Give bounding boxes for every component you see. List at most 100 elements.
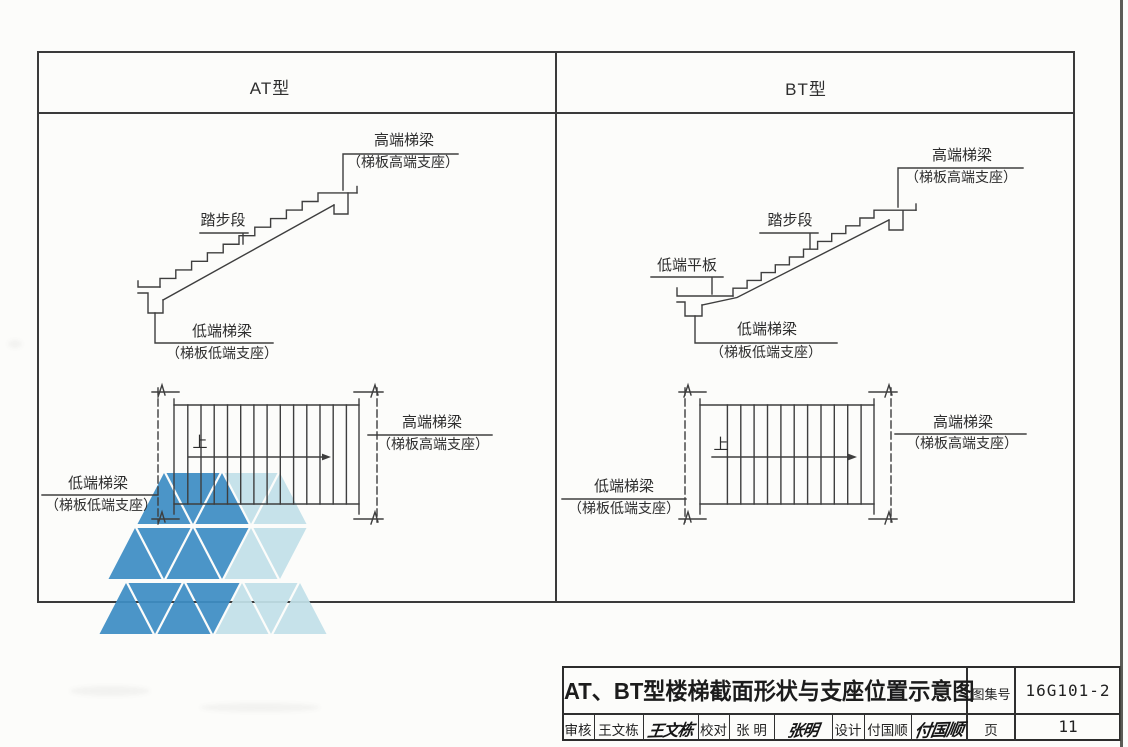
- watermark-triangle: [166, 528, 220, 579]
- title-block-cell-divider: [729, 713, 731, 741]
- designer-name: 付国顺: [867, 723, 908, 738]
- at-section-drawing: [137, 153, 459, 344]
- watermark-triangle: [186, 583, 240, 634]
- watermark-triangle: [224, 473, 278, 524]
- bt-plan-step-lines: [726, 404, 862, 505]
- title-block-cell-divider: [643, 713, 645, 741]
- title-block-cell-divider: [911, 713, 913, 741]
- title-block-cell-divider: [594, 713, 596, 741]
- title-block: [562, 666, 1121, 741]
- bt-steps-outline: [732, 209, 917, 297]
- watermark-triangle: [99, 583, 153, 634]
- at-section-low-beam-label: 低端梯梁: [191, 323, 252, 340]
- at-steps-outline: [159, 192, 358, 288]
- watermark-triangle: [137, 473, 191, 524]
- watermark-triangle: [253, 528, 307, 579]
- title-block-cell-divider: [698, 713, 700, 741]
- bt-plan-up-label: 上: [713, 436, 729, 453]
- title-block-row-divider: [562, 713, 1121, 715]
- scan-smudge: [70, 686, 150, 696]
- atlas-number-label: 图集号: [971, 687, 1011, 702]
- at-plan-low-beam-label: 低端梯梁: [67, 475, 128, 492]
- at-plan-step-lines: [187, 404, 348, 505]
- at-section-low-support-label: （梯板低端支座）: [166, 345, 278, 361]
- bt-plan-slab-edges: [699, 404, 875, 505]
- bt-plan-up-arrowhead-icon: [848, 453, 857, 461]
- watermark-triangle: [195, 528, 249, 579]
- bt-section-high-support-label: （梯板高端支座）: [905, 169, 1017, 185]
- page-label: 页: [984, 723, 998, 738]
- at-section-tread-run-label: 踏步段: [200, 212, 246, 229]
- proofreader-name: 张 明: [736, 723, 767, 738]
- watermark-triangle: [157, 583, 211, 634]
- at-high-beam-leader: [342, 153, 459, 191]
- title-block-col-divider-2: [1014, 666, 1016, 741]
- scan-page-edge: [1120, 0, 1123, 747]
- watermark-triangle: [224, 528, 278, 579]
- bt-plan-high-beam-label: 高端梯梁: [932, 414, 993, 431]
- reviewer-signature: 王文栋: [646, 720, 695, 741]
- scan-smudge: [8, 340, 22, 348]
- bt-soffit-line: [701, 219, 890, 306]
- watermark-triangle: [108, 528, 162, 579]
- watermark-triangle: [215, 583, 269, 634]
- bt-section-low-slab-label: 低端平板: [656, 257, 717, 274]
- design-label: 设计: [834, 723, 862, 738]
- at-plan-high-beam-label: 高端梯梁: [401, 414, 462, 431]
- at-plan-high-support-label: （梯板高端支座）: [377, 436, 489, 452]
- watermark-triangle: [137, 528, 191, 579]
- bt-section-high-beam-label: 高端梯梁: [931, 147, 992, 164]
- at-soffit-line: [162, 204, 335, 301]
- bt-plan-drawing: [561, 382, 1027, 525]
- at-high-beam-outline: [333, 192, 349, 215]
- bt-section-tread-run-label: 踏步段: [767, 212, 813, 229]
- bt-plan-high-support-label: （梯板高端支座）: [906, 435, 1018, 451]
- panel-header-at: AT型: [249, 79, 291, 98]
- watermark-logo: [99, 473, 327, 634]
- at-section-high-beam-label: 高端梯梁: [373, 132, 434, 149]
- bt-low-slab-leader: [650, 276, 724, 295]
- at-low-beam-outline: [137, 280, 164, 314]
- linework: [41, 153, 1027, 525]
- at-plan-drawing: [41, 382, 493, 525]
- watermark-triangle: [195, 473, 249, 524]
- atlas-number-value: 16G101-2: [1025, 681, 1111, 700]
- title-block-cell-divider: [832, 713, 834, 741]
- bt-section-low-support-label: （梯板低端支座）: [710, 344, 822, 360]
- bt-tread-run-leader: [759, 232, 819, 249]
- title-block-cell-divider: [864, 713, 866, 741]
- bt-section-low-beam-label: 低端梯梁: [736, 321, 797, 338]
- reviewer-name: 王文栋: [598, 723, 639, 738]
- at-low-beam-leader: [154, 312, 274, 344]
- bt-plan-break-marks: [678, 382, 898, 525]
- title-block-col-divider-1: [966, 666, 968, 741]
- bt-high-beam-outline: [888, 209, 904, 231]
- at-plan-up-arrowhead-icon: [322, 453, 331, 461]
- bt-plan-low-beam-label: 低端梯梁: [593, 478, 654, 495]
- sheet-title: AT、BT型楼梯截面形状与支座位置示意图: [564, 678, 975, 704]
- at-plan-break-marks: [151, 382, 384, 525]
- bt-plan-low-support-label: （梯板低端支座）: [568, 500, 680, 516]
- watermark-triangle: [244, 583, 298, 634]
- designer-signature: 付国顺: [913, 720, 965, 742]
- watermark-triangle: [273, 583, 327, 634]
- at-section-high-support-label: （梯板高端支座）: [347, 154, 459, 170]
- scan-smudge: [200, 703, 320, 712]
- panel-divider: [555, 51, 557, 603]
- proof-label: 校对: [700, 723, 727, 738]
- title-block-cell-divider: [774, 713, 776, 741]
- review-label: 审核: [564, 723, 592, 738]
- bt-high-beam-leader: [897, 167, 1024, 208]
- at-tread-run-leader: [199, 232, 249, 245]
- at-plan-up-label: 上: [192, 434, 208, 451]
- panel-header-bt: BT型: [785, 80, 827, 99]
- watermark-triangle: [128, 583, 182, 634]
- at-plan-low-support-label: （梯板低端支座）: [45, 497, 157, 513]
- bt-low-beam-leader: [694, 315, 838, 344]
- bt-low-beam-outline: [676, 287, 734, 317]
- proofreader-signature: 张明: [786, 720, 820, 741]
- header-divider: [37, 112, 1075, 114]
- page-number: 11: [1058, 717, 1078, 736]
- watermark-triangle: [166, 473, 220, 524]
